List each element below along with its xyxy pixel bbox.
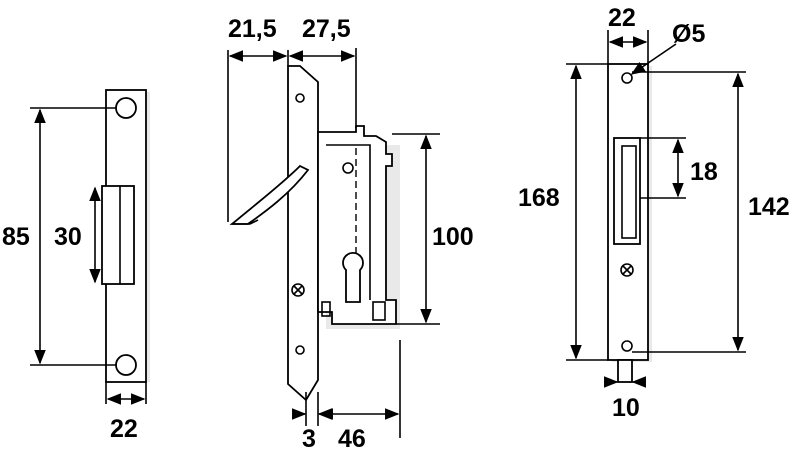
dimension-10-label: 10: [612, 394, 640, 422]
hole-diameter-label: Ø5: [672, 20, 705, 48]
dimension-18-label: 18: [690, 158, 718, 186]
dimension-21-5-label: 21,5: [228, 15, 277, 43]
faceplate-front-cross-screw: [620, 263, 634, 277]
lock-side-view: 21,5 27,5 100 3 46: [227, 15, 474, 453]
dimension-85-label: 85: [2, 223, 30, 251]
strike-plate-view: 85 30 22: [2, 89, 150, 443]
dimension-100-label: 100: [432, 223, 474, 251]
faceplate-top-hole: [295, 93, 305, 103]
faceplate-bottom-hole: [295, 345, 305, 355]
faceplate-cross-screw: [291, 283, 305, 297]
lock-case-body: [317, 125, 397, 325]
strike-top-screw-hole: [115, 97, 137, 119]
faceplate-front-view: 22 Ø5 168 142 18 10: [518, 4, 790, 422]
dimension-27-5-label: 27,5: [302, 15, 351, 43]
dimension-168-label: 168: [518, 184, 560, 212]
bolt-tip: [617, 359, 633, 383]
dimension-142-label: 142: [748, 193, 790, 221]
dimension-22-strike-label: 22: [110, 415, 138, 443]
faceplate-front-bottom-hole: [621, 340, 633, 352]
dimension-46-label: 46: [338, 425, 366, 453]
dimension-30-label: 30: [54, 223, 82, 251]
faceplate-front-top-hole: [621, 72, 633, 84]
dimension-22-faceplate-label: 22: [608, 4, 636, 32]
hole-diameter-leader: [630, 43, 677, 75]
strike-bottom-screw-hole: [115, 354, 137, 376]
faceplate-side: [287, 65, 319, 402]
strike-opening: [101, 185, 135, 285]
dimension-3-label: 3: [302, 425, 316, 453]
case-upper-hole: [342, 162, 354, 174]
cylinder-keyhole: [342, 251, 364, 303]
